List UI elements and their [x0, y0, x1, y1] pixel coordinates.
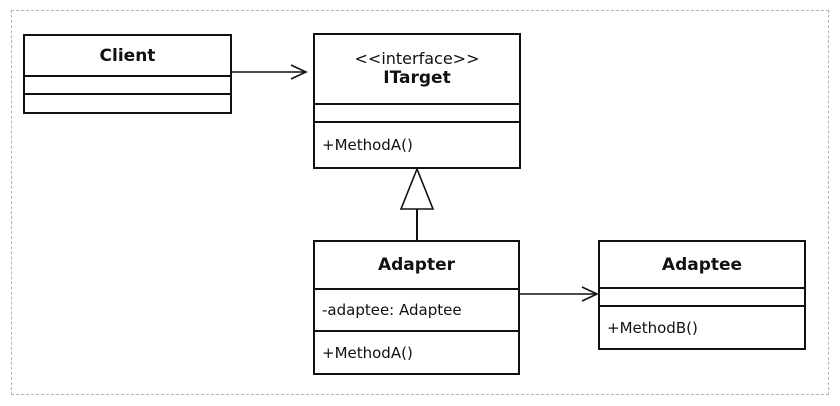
adaptee-operations-section: +MethodB(): [600, 305, 804, 348]
adapter-name-section: Adapter: [315, 242, 518, 288]
itarget-attributes-section: [315, 103, 519, 121]
client-operations-section: [25, 93, 230, 112]
itarget-stereotype: <<interface>>: [354, 49, 480, 68]
client-name-section: Client: [25, 36, 230, 75]
adapter-adaptee-arrowhead: [581, 286, 599, 302]
class-adaptee[interactable]: Adaptee +MethodB(): [598, 240, 806, 350]
itarget-name-section: <<interface>> ITarget: [315, 35, 519, 103]
class-client[interactable]: Client: [23, 34, 232, 114]
itarget-class-name: ITarget: [383, 68, 451, 88]
adaptee-operation-method-b: +MethodB(): [607, 318, 698, 337]
adapter-attributes-section: -adaptee: Adaptee: [315, 288, 518, 330]
class-adapter[interactable]: Adapter -adaptee: Adaptee +MethodA(): [313, 240, 520, 375]
realization-triangle: [399, 166, 435, 210]
adapter-operations-section: +MethodA(): [315, 330, 518, 373]
client-class-name: Client: [99, 45, 156, 66]
itarget-operation-method-a: +MethodA(): [322, 136, 413, 154]
adaptee-name-section: Adaptee: [600, 242, 804, 287]
adapter-attribute-adaptee: -adaptee: Adaptee: [322, 301, 462, 319]
itarget-operations-section: +MethodA(): [315, 121, 519, 167]
adapter-operation-method-a: +MethodA(): [322, 343, 413, 362]
class-itarget[interactable]: <<interface>> ITarget +MethodA(): [313, 33, 521, 169]
adapter-class-name: Adapter: [377, 255, 455, 275]
adaptee-attributes-section: [600, 287, 804, 305]
diagram-frame: [11, 10, 829, 395]
client-itarget-arrowhead: [290, 64, 308, 80]
adaptee-class-name: Adaptee: [661, 254, 743, 275]
client-attributes-section: [25, 75, 230, 93]
